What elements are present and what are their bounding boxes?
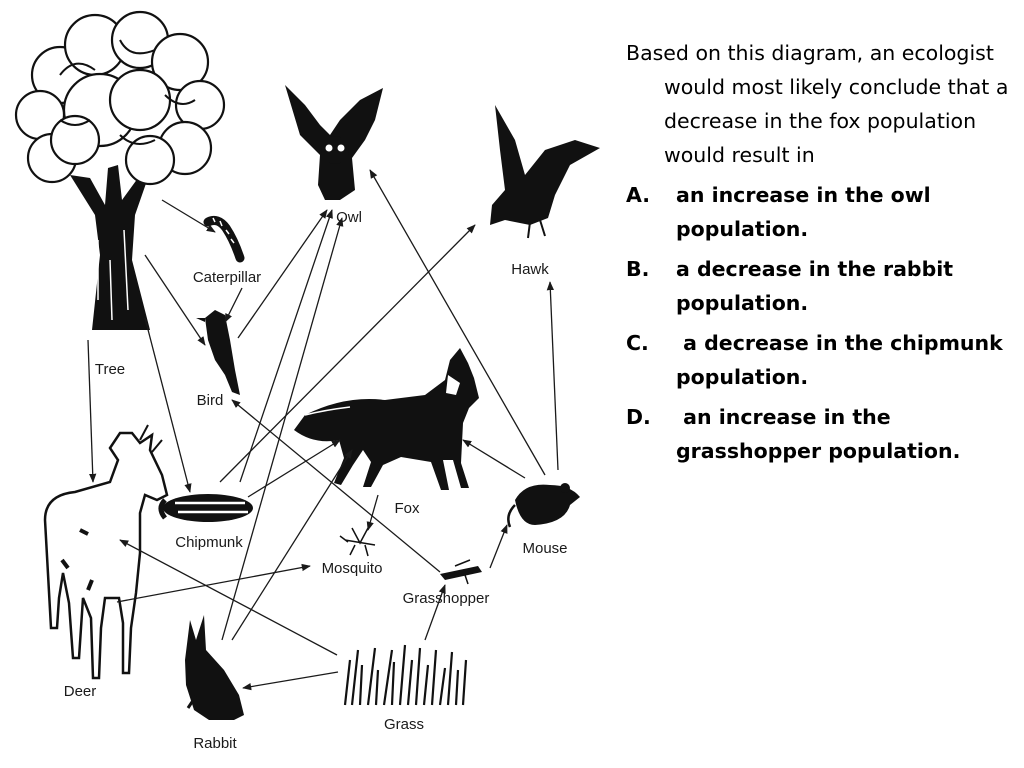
label-mosquito: Mosquito [322,560,383,577]
option-a: A. an increase in the owl population. [626,178,1018,246]
label-deer: Deer [64,683,97,700]
food-web-arrows [87,169,559,691]
option-b-text: a decrease in the rabbit population. [676,257,954,315]
label-bird: Bird [197,392,224,409]
option-d: D. an increase in the grasshopper popula… [626,400,1018,468]
label-grasshopper: Grasshopper [403,590,490,607]
rabbit-illustration [185,615,244,720]
option-d-text: an increase in the grasshopper populatio… [676,405,961,463]
label-caterpillar: Caterpillar [193,269,261,286]
chipmunk-illustration [158,494,253,522]
grasshopper-illustration [440,559,482,585]
option-b-letter: B. [626,257,650,281]
label-owl: Owl [336,209,362,226]
question-stem: Based on this diagram, an ecologist woul… [626,41,1009,167]
deer-illustration [43,424,169,680]
caterpillar-illustration [203,216,245,263]
option-a-letter: A. [626,183,651,207]
question-panel: Based on this diagram, an ecologist woul… [626,36,1018,468]
hawk-illustration [490,105,600,239]
bird-illustration [196,310,240,395]
option-d-letter: D. [626,405,651,429]
label-chipmunk: Chipmunk [175,534,243,551]
option-c-text: a decrease in the chipmunk population. [676,331,1010,389]
label-grass: Grass [384,716,424,733]
option-c-letter: C. [626,331,649,355]
label-mouse: Mouse [522,540,567,557]
label-tree: Tree [95,361,125,378]
option-a-text: an increase in the owl population. [676,183,931,241]
label-hawk: Hawk [511,261,549,278]
tree-illustration [14,10,226,330]
mosquito-illustration [339,527,376,557]
owl-illustration [285,85,383,200]
grass-illustration [343,644,468,706]
label-fox: Fox [394,500,420,517]
food-web-diagram: Tree Caterpillar Owl Hawk Bird Fox Chipm… [14,10,600,752]
mouse-illustration [507,483,580,528]
option-c: C. a decrease in the chipmunk population… [626,326,1018,394]
fox-illustration [294,348,479,490]
label-rabbit: Rabbit [193,735,237,752]
option-b: B. a decrease in the rabbit population. [626,252,1018,320]
